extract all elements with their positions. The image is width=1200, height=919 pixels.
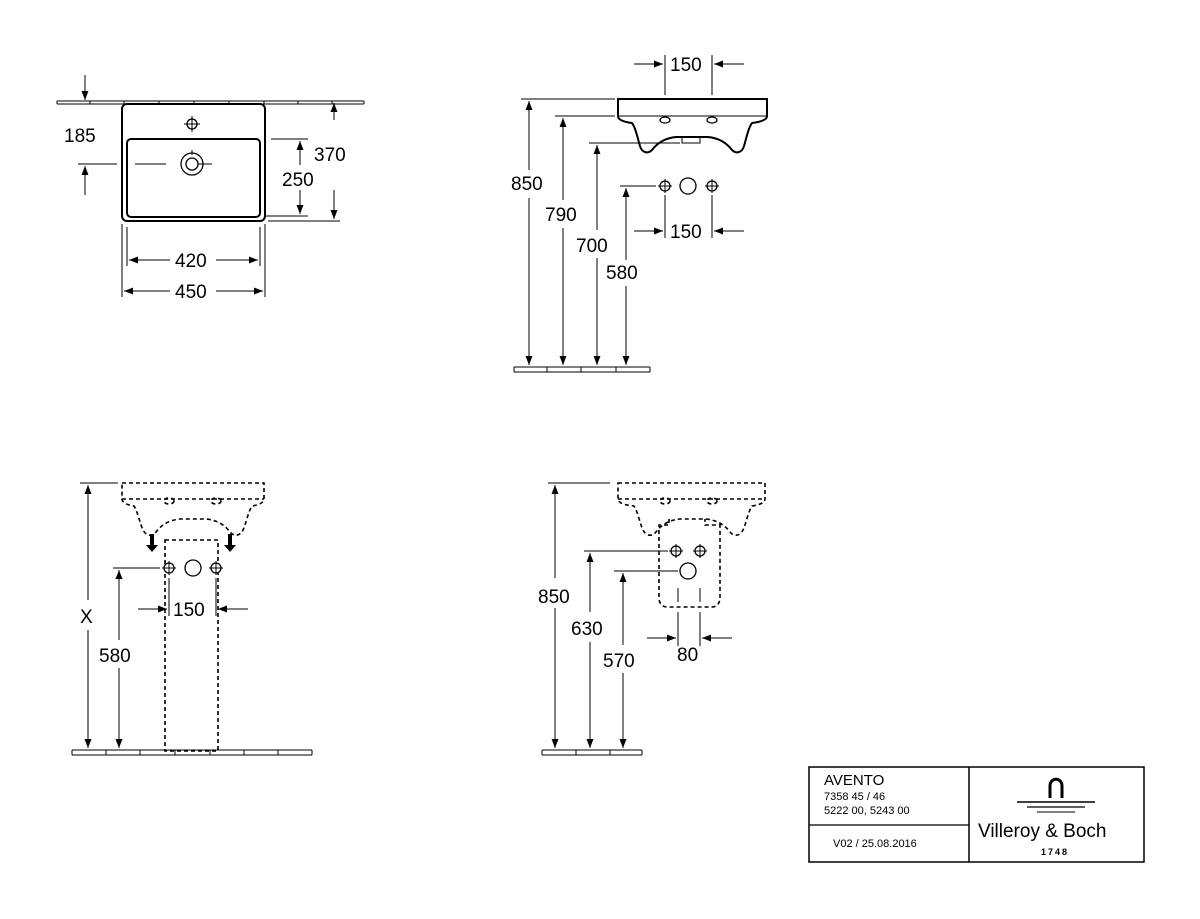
product-name: AVENTO	[824, 772, 884, 789]
title-block: AVENTO 7358 45 / 46 5222 00, 5243 00 V02…	[808, 766, 1145, 863]
brand-name: Villeroy & Boch	[978, 821, 1107, 842]
basin-outline	[121, 103, 266, 222]
dim-450: 450	[175, 282, 207, 303]
product-codes-2: 5222 00, 5243 00	[824, 805, 910, 817]
water-connection-icon	[584, 544, 707, 580]
dim-850-side: 850	[511, 174, 543, 195]
half-pedestal-view: 80 850 630 570	[538, 482, 766, 756]
bowl-outline	[126, 138, 261, 218]
dim-580-pedestal: 580	[99, 646, 131, 667]
dim-790: 790	[545, 205, 577, 226]
dim-185: 185	[64, 126, 96, 147]
dim-850-half: 850	[538, 587, 570, 608]
version-date: V02 / 25.08.2016	[833, 838, 917, 850]
product-codes-1: 7358 45 / 46	[824, 791, 885, 803]
dim-630: 630	[571, 619, 603, 640]
water-connection-icon	[113, 559, 223, 577]
drain-icon	[135, 150, 212, 176]
dim-700: 700	[576, 236, 608, 257]
water-connection-icon	[620, 177, 719, 195]
dim-580-side: 580	[606, 263, 638, 284]
dim-150-top: 150	[670, 55, 702, 76]
dim-80: 80	[677, 645, 698, 666]
arrow-down-icon	[146, 534, 158, 552]
brand-year: 1748	[1041, 847, 1069, 857]
dim-150-pedestal: 150	[173, 600, 205, 621]
dim-250: 250	[282, 170, 314, 191]
floor-line	[541, 749, 643, 756]
pedestal-view: 150 X 580	[71, 482, 313, 756]
floor-line	[71, 749, 313, 756]
pedestal-column	[164, 539, 219, 752]
dim-370: 370	[314, 145, 346, 166]
dim-150-bottom: 150	[670, 222, 702, 243]
basin-front-outline	[617, 98, 768, 154]
brand-logo-icon	[1017, 777, 1095, 813]
front-elevation-view: 150 150 850 790 700 5	[511, 55, 768, 373]
tap-hole-icon	[184, 116, 200, 132]
top-view: 185 370 250 420 450	[56, 75, 365, 303]
arrow-down-icon	[224, 534, 236, 552]
floor-line	[513, 366, 651, 373]
dim-x: X	[80, 607, 93, 628]
dim-420: 420	[175, 251, 207, 272]
dim-570: 570	[603, 651, 635, 672]
